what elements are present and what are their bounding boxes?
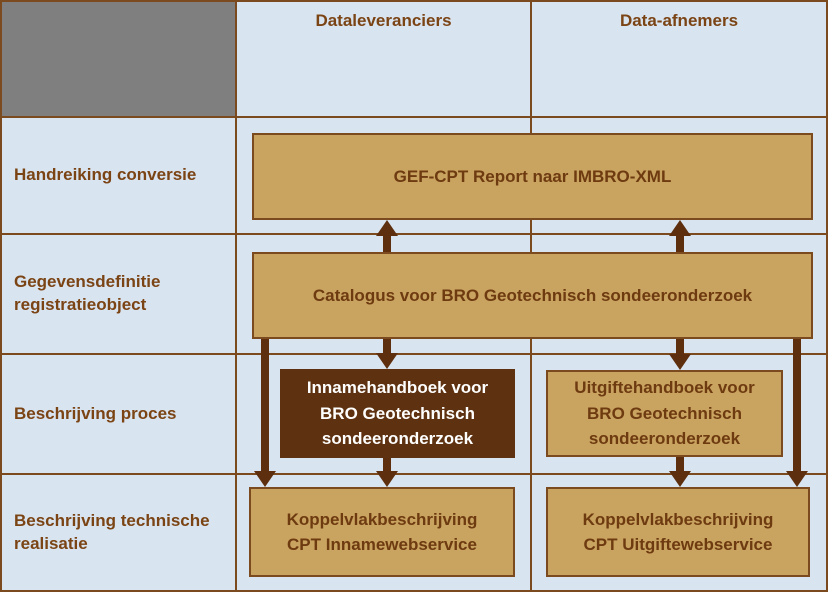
row-label-beschrijving-technische-realisatie: Beschrijving technische realisatie	[14, 510, 210, 553]
corner-cell	[2, 2, 237, 118]
arrow-down-icon	[254, 471, 276, 487]
grid-vline-labels	[235, 2, 237, 590]
arrow-up-icon	[376, 220, 398, 236]
column-header-data-afnemers: Data-afnemers	[619, 11, 739, 30]
box-catalogus: Catalogus voor BRO Geotechnisch sondeero…	[252, 252, 813, 339]
arrow-down-icon	[376, 471, 398, 487]
row-label-gegevensdefinitie: Gegevensdefinitie registratieobject	[14, 272, 161, 314]
arrow-up-icon	[669, 220, 691, 236]
row-label-handreiking-conversie: Handreiking conversie	[14, 165, 197, 185]
row-label-beschrijving-proces: Beschrijving proces	[14, 403, 177, 423]
arrow-down-icon	[376, 353, 398, 369]
box-koppelvlak-inname: Koppelvlakbeschrijving CPT Innamewebserv…	[249, 487, 515, 577]
arrow-down-icon	[669, 471, 691, 487]
grid-hline-3	[2, 353, 826, 355]
grid-hline-4	[2, 473, 826, 475]
grid-hline-2	[2, 233, 826, 235]
arrow-down-icon	[669, 354, 691, 370]
column-header-dataleveranciers: Dataleveranciers	[315, 11, 452, 30]
box-koppelvlak-uitgifte: Koppelvlakbeschrijving CPT Uitgiftewebse…	[546, 487, 810, 577]
grid-hline-1	[2, 116, 826, 118]
arrow-down-icon	[786, 471, 808, 487]
box-uitgiftehandboek: Uitgiftehandboek voor BRO Geotechnisch s…	[546, 370, 783, 457]
box-gef-cpt-report: GEF-CPT Report naar IMBRO-XML	[252, 133, 813, 220]
box-innamehandboek: Innamehandboek voor BRO Geotechnisch son…	[280, 369, 515, 458]
